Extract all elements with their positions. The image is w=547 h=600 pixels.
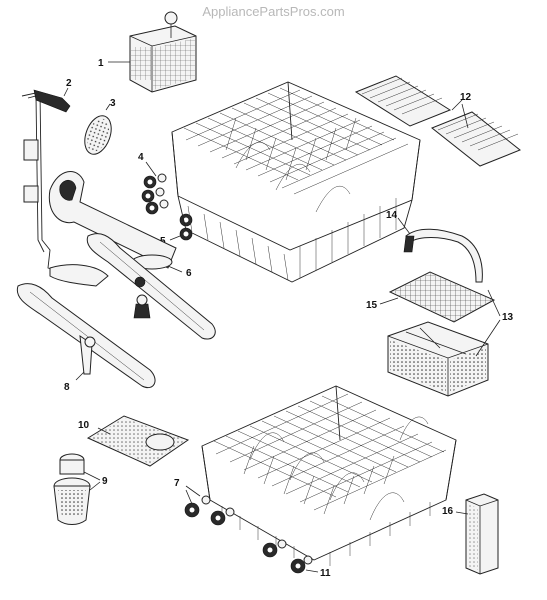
callout-3: 3: [110, 98, 116, 109]
callout-15: 15: [366, 300, 378, 311]
spray-arm-manifold: [48, 171, 177, 287]
callout-1: 1: [98, 58, 104, 69]
cutlery-basket-large: [387, 321, 489, 397]
leader-line-4: [145, 161, 157, 177]
leader-line-2: [63, 87, 69, 97]
leader-line-5: [169, 235, 181, 241]
callout-4: 4: [138, 152, 144, 163]
leader-line-12a: [451, 99, 463, 111]
callout-2: 2: [66, 78, 72, 89]
leader-line-14: [397, 217, 411, 235]
leader-line-8: [75, 371, 85, 381]
leader-line-9b: [89, 481, 101, 491]
leader-line-7a: [185, 485, 201, 497]
lower-dish-rack: [201, 385, 457, 566]
filter-cup: [53, 453, 91, 525]
filter-plate: [86, 415, 190, 467]
rack-handle-bar: [403, 228, 483, 283]
callout-12: 12: [460, 92, 472, 103]
leader-line-13a: [487, 289, 501, 317]
watermark-text: AppliancePartsPros.com: [202, 4, 345, 19]
tall-container: [465, 493, 499, 575]
filter-screen: [84, 115, 112, 155]
leader-line-7b: [185, 489, 193, 505]
leader-line-16: [455, 511, 469, 515]
callout-13: 13: [502, 312, 514, 323]
callout-16: 16: [442, 506, 454, 517]
leader-line-10: [97, 427, 111, 435]
cup-shelf-racks: [354, 75, 521, 167]
rack-rollers-pair: [179, 213, 193, 241]
leader-line-9a: [83, 471, 101, 481]
upper-dish-rack: [171, 81, 421, 283]
callout-10: 10: [78, 420, 90, 431]
basket-lid-grid: [388, 271, 496, 323]
cutlery-basket-small: [129, 11, 197, 93]
callout-7: 7: [174, 478, 180, 489]
upper-rack-rollers: [141, 173, 169, 215]
callout-11: 11: [320, 568, 331, 579]
rack-roller-single: [290, 555, 313, 574]
callout-6: 6: [186, 268, 192, 279]
leader-line-3: [105, 103, 111, 111]
leader-line-13b: [475, 319, 501, 357]
leader-line-11: [305, 569, 319, 573]
lower-rack-rollers: [184, 495, 287, 558]
leader-line-6: [167, 265, 183, 273]
callout-8: 8: [64, 382, 70, 393]
leader-line-12b: [461, 103, 469, 129]
upper-spray-arm: [86, 233, 216, 340]
lower-spray-arm: [16, 283, 156, 388]
callout-9: 9: [102, 476, 108, 487]
leader-line-15: [379, 297, 399, 305]
callout-14: 14: [386, 210, 398, 221]
